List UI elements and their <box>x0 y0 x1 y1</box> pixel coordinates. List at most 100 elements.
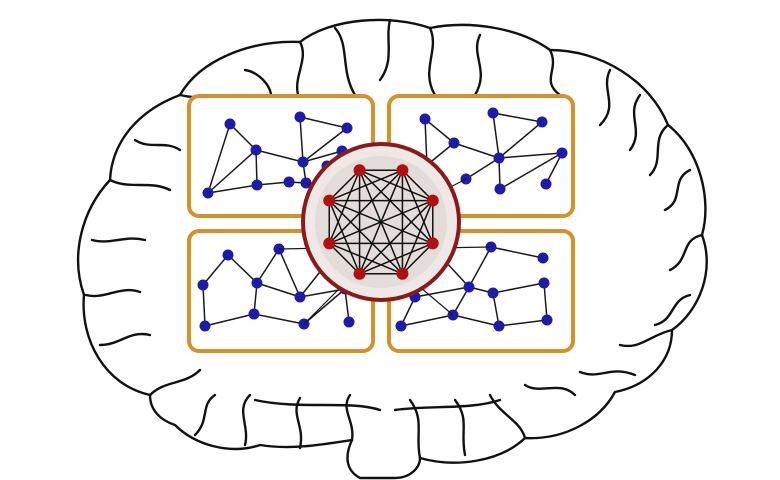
network-edge <box>227 254 258 284</box>
hub-edge <box>328 199 434 245</box>
network-node <box>251 179 263 191</box>
gyrus-line <box>295 40 305 102</box>
gyrus-line <box>84 289 142 298</box>
hub-edge <box>328 242 403 275</box>
gyrus-line <box>133 138 182 152</box>
network-edge <box>492 282 545 294</box>
network-node <box>283 176 295 188</box>
network-edge <box>253 313 305 325</box>
network-edge <box>465 157 500 180</box>
brain-outline-icon <box>77 18 708 480</box>
network-edge <box>492 112 500 159</box>
network-edge <box>400 314 454 327</box>
network-node <box>487 107 499 119</box>
gyrus-line <box>548 48 562 97</box>
network-node <box>341 122 353 134</box>
network-edge <box>453 142 500 159</box>
network-edge <box>302 127 348 163</box>
network-node <box>538 277 550 289</box>
network-edge <box>344 288 350 323</box>
gyrus-line <box>241 393 252 447</box>
network-edge <box>499 152 563 190</box>
network-node <box>541 314 553 326</box>
hub-edge <box>328 169 361 202</box>
gyrus-line <box>295 396 303 450</box>
network-edge <box>229 123 257 151</box>
gyrus-line <box>628 93 642 152</box>
hub-edge <box>328 200 403 275</box>
network-node <box>540 178 552 190</box>
hub-node <box>323 237 336 250</box>
network-node <box>493 320 505 332</box>
network-node <box>536 116 548 128</box>
network-edge <box>545 152 563 185</box>
network-edge <box>303 288 346 325</box>
gyrus-line <box>393 398 502 412</box>
hub-node <box>396 267 409 280</box>
network-edge <box>414 286 470 298</box>
gyrus-line <box>408 398 422 460</box>
network-edge <box>256 282 301 298</box>
network-edge <box>299 116 348 129</box>
network-edge <box>498 121 543 159</box>
brain-silhouette <box>77 18 708 480</box>
network-edge <box>204 313 255 327</box>
gyrus-line <box>668 233 704 272</box>
gyrus-line <box>148 368 202 397</box>
hub-edge <box>328 242 361 275</box>
hub-node <box>426 237 439 250</box>
network-node <box>224 118 236 130</box>
network-node <box>537 252 549 264</box>
gyrus-line <box>598 68 612 127</box>
network-node <box>343 316 355 328</box>
gyrus-line <box>193 393 217 437</box>
hub-edge <box>401 242 434 275</box>
network-edge <box>498 152 563 159</box>
network-edge <box>202 254 229 286</box>
network-edge <box>207 184 258 194</box>
network-node <box>297 156 309 168</box>
network-node <box>487 287 499 299</box>
network-node <box>202 187 214 199</box>
network-node <box>199 320 211 332</box>
network-edge <box>278 248 301 298</box>
gyrus-line <box>653 293 692 327</box>
hub-edge <box>328 169 403 202</box>
network-edge <box>492 112 543 123</box>
rich-club-hub <box>301 142 461 302</box>
network-node <box>556 147 568 159</box>
network-node <box>251 277 263 289</box>
gyrus-line <box>488 393 527 440</box>
gyrus-line <box>90 237 147 243</box>
hub-edge <box>359 242 434 275</box>
hub-node <box>396 164 409 177</box>
network-edge <box>255 149 304 163</box>
network-node <box>448 137 460 149</box>
gyrus-line <box>473 33 482 97</box>
gyrus-line <box>618 328 674 348</box>
hub-node <box>323 194 336 207</box>
gyrus-line <box>378 18 392 82</box>
network-edge <box>255 149 258 186</box>
network-node <box>248 308 260 320</box>
network-node <box>294 291 306 303</box>
network-node <box>463 281 475 293</box>
hub-edge <box>401 169 434 202</box>
gyrus-line <box>648 123 670 177</box>
gyrus-line <box>523 383 577 397</box>
network-edge <box>490 246 544 259</box>
gyrus-line <box>345 393 354 442</box>
gyrus-line <box>578 370 637 377</box>
network-node <box>419 113 431 125</box>
network-node <box>494 183 506 195</box>
network-edge <box>492 292 500 327</box>
network-node <box>222 249 234 261</box>
network-edge <box>543 282 548 321</box>
network-node <box>493 152 505 164</box>
gyrus-line <box>663 168 692 212</box>
gyrus-line <box>108 178 172 192</box>
network-edge <box>498 319 548 327</box>
network-edge <box>207 149 257 194</box>
network-edge <box>302 150 343 163</box>
